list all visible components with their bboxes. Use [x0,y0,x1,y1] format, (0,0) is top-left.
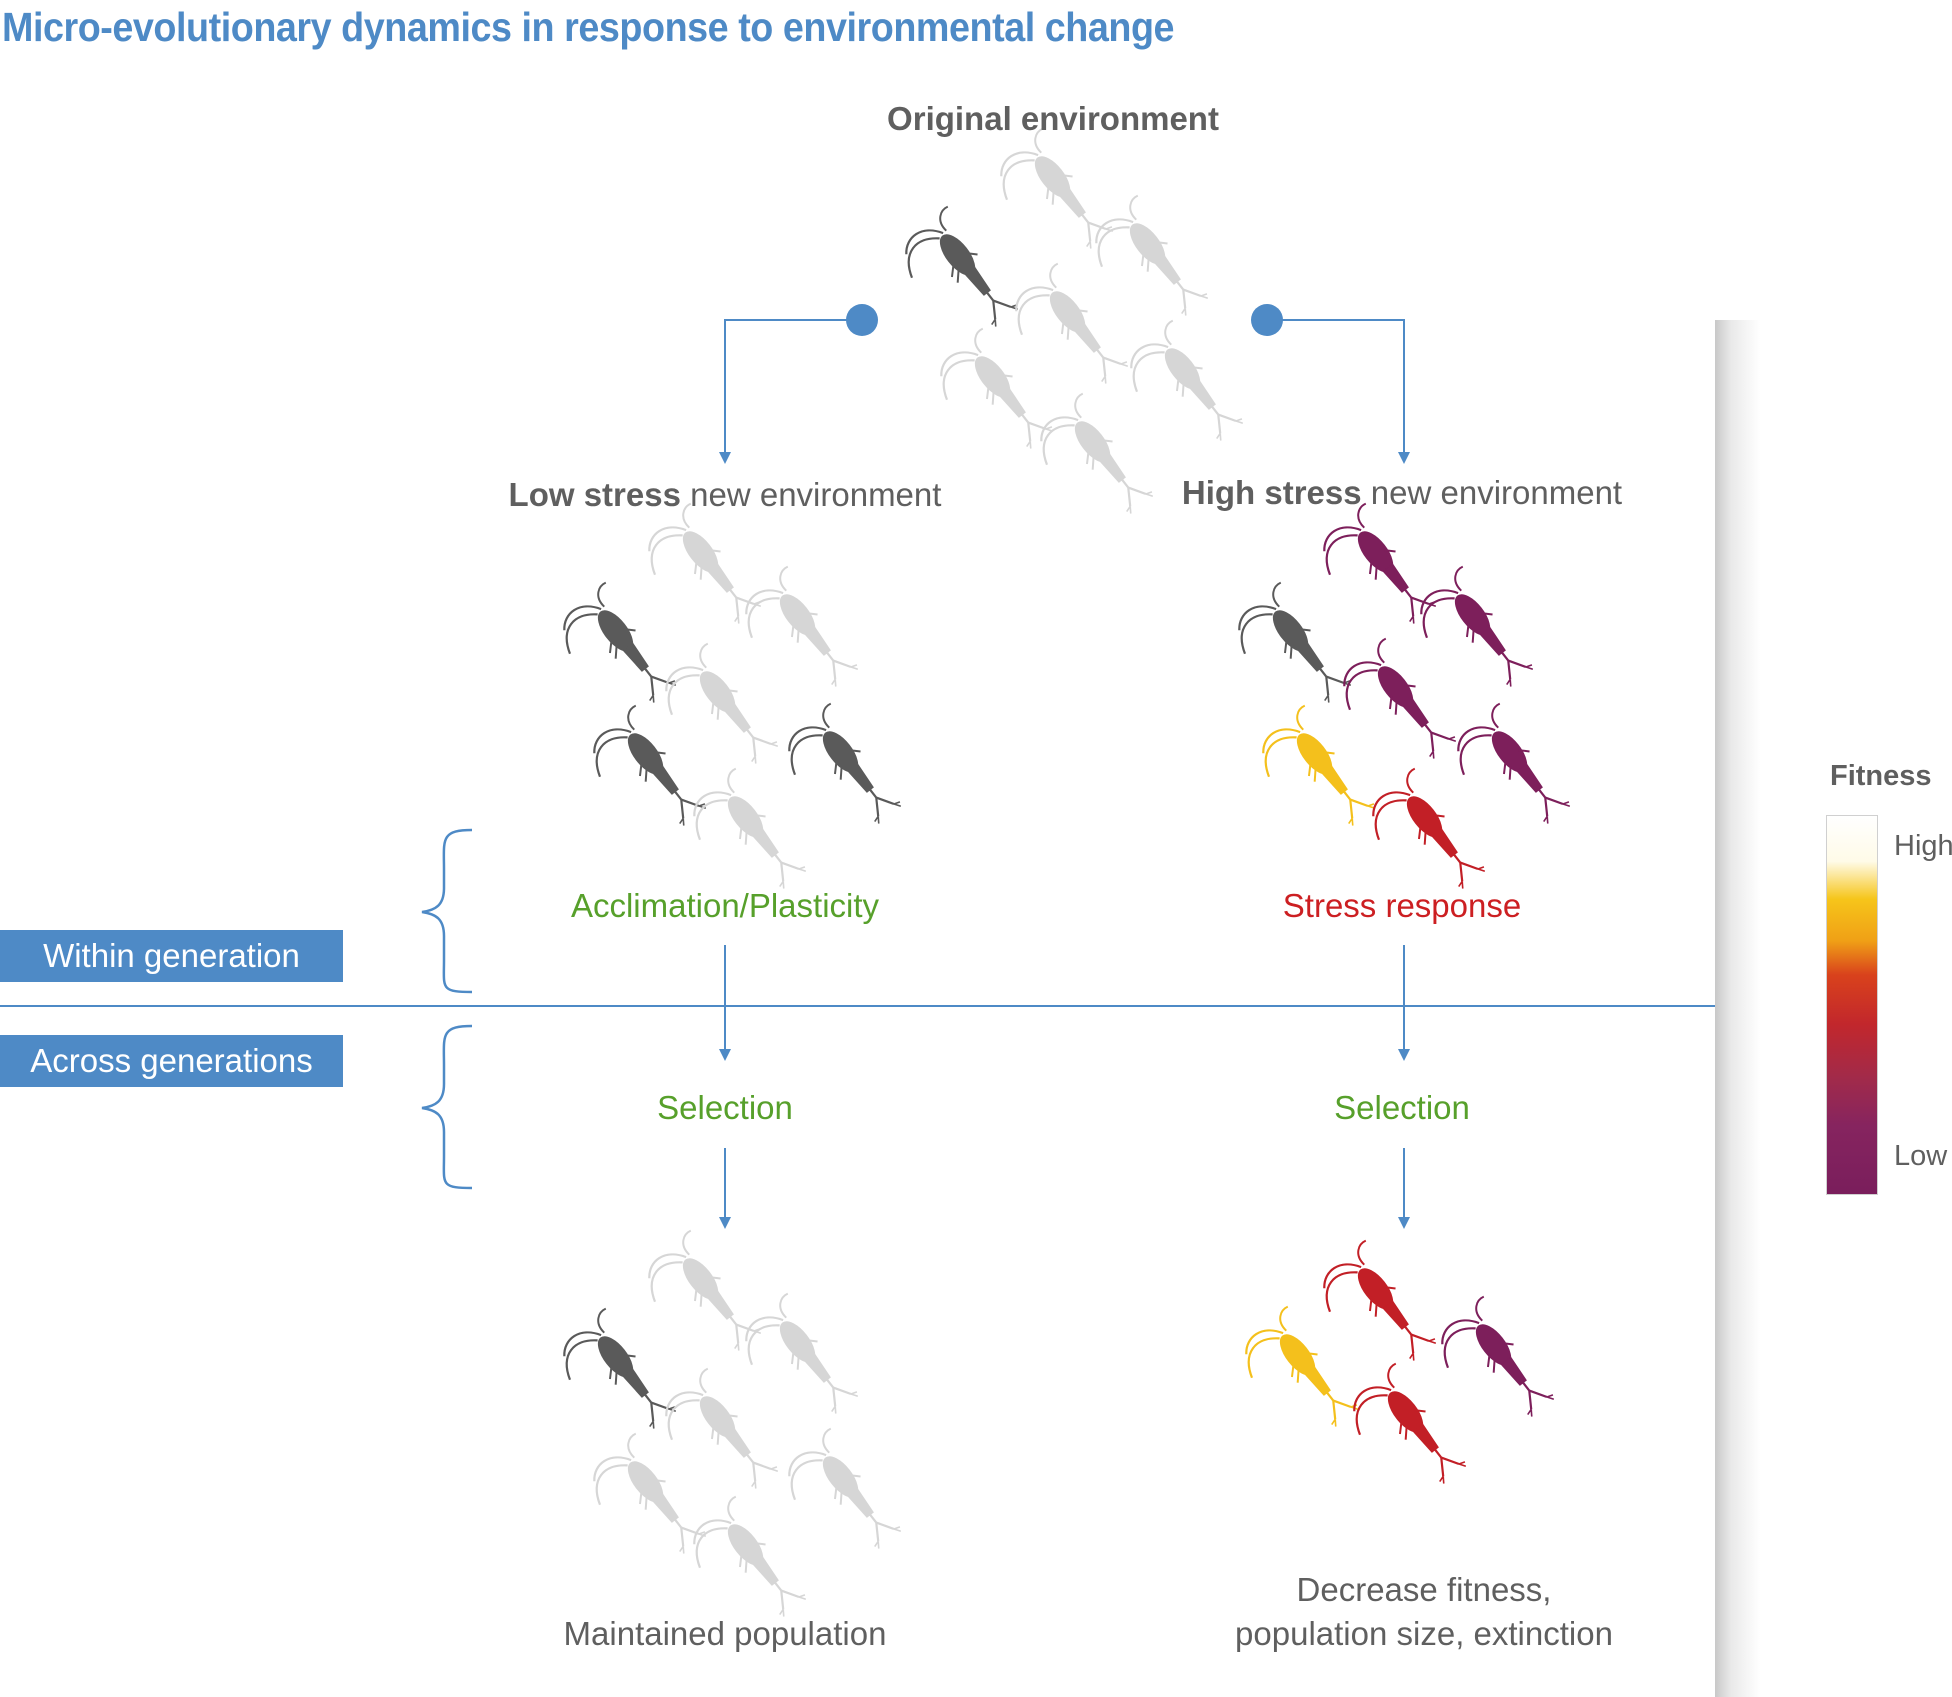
copepod-icon [889,205,1026,350]
high-stress-rest: new environment [1361,474,1623,511]
copepod-icon [649,642,786,787]
label-decrease-line1: Decrease fitness, [1296,1571,1552,1608]
copepod-icon [1404,565,1541,710]
legend-separator [1715,320,1760,1697]
copepod-icon [1222,581,1359,726]
label-high-stress: High stress new environment [1182,474,1622,512]
population-decreased [1229,1239,1562,1507]
label-low-stress: Low stress new environment [509,476,942,514]
copepod-icon [1441,702,1578,847]
copepod-icon [1337,1362,1474,1507]
copepod-icon [632,502,769,647]
low-stress-strong: Low stress [508,476,681,513]
copepod-icon [649,1367,786,1512]
label-original-environment: Original environment [887,100,1219,137]
label-selection-right: Selection [1334,1089,1470,1126]
label-decrease: Decrease fitness, population size, extin… [1235,1568,1613,1656]
tag-within-generation: Within generation [0,930,343,982]
copepod-icon [577,704,714,849]
legend-low-label: Low [1894,1140,1948,1172]
connector-left [719,304,878,464]
copepod-icon [1024,392,1161,537]
copepod-icon [729,565,866,710]
population-high-stress [1222,502,1578,912]
population-maintained [547,1229,909,1640]
copepod-icon [729,1292,866,1437]
copepod-icon [1425,1295,1562,1440]
fitness-gradient-bar [1826,815,1878,1195]
copepod-icon [1307,1239,1444,1384]
tag-across-generations: Across generations (>2) [0,1035,343,1131]
copepod-icon [547,581,684,726]
copepod-icon [1307,502,1444,647]
copepod-icon [1229,1305,1366,1450]
connector-right [1251,304,1410,464]
copepod-icon [1246,704,1383,849]
copepod-icon [772,1427,909,1572]
high-stress-strong: High stress [1181,474,1362,511]
copepod-icon [1114,319,1251,464]
label-acclimation: Acclimation/Plasticity [570,887,880,924]
copepod-icon [577,1432,714,1577]
low-stress-rest: new environment [680,476,942,513]
copepod-icon [1079,194,1216,339]
copepod-icon [999,262,1136,407]
label-selection-left: Selection [657,1089,793,1126]
copepod-icon [632,1229,769,1374]
label-maintained-population: Maintained population [563,1615,887,1652]
diagram-title: Micro-evolutionary dynamics in response … [2,4,1175,50]
brace-within [421,828,473,994]
brace-across [421,1024,473,1190]
label-stress-response: Stress response [1282,887,1522,924]
copepod-icon [1327,637,1464,782]
copepod-icon [547,1307,684,1452]
legend-title: Fitness [1830,760,1932,792]
label-decrease-line2: population size, extinction [1235,1615,1613,1652]
copepod-icon [772,702,909,847]
copepod-icon [924,327,1061,472]
legend-high-label: High [1894,830,1952,862]
population-low-stress [547,502,909,912]
